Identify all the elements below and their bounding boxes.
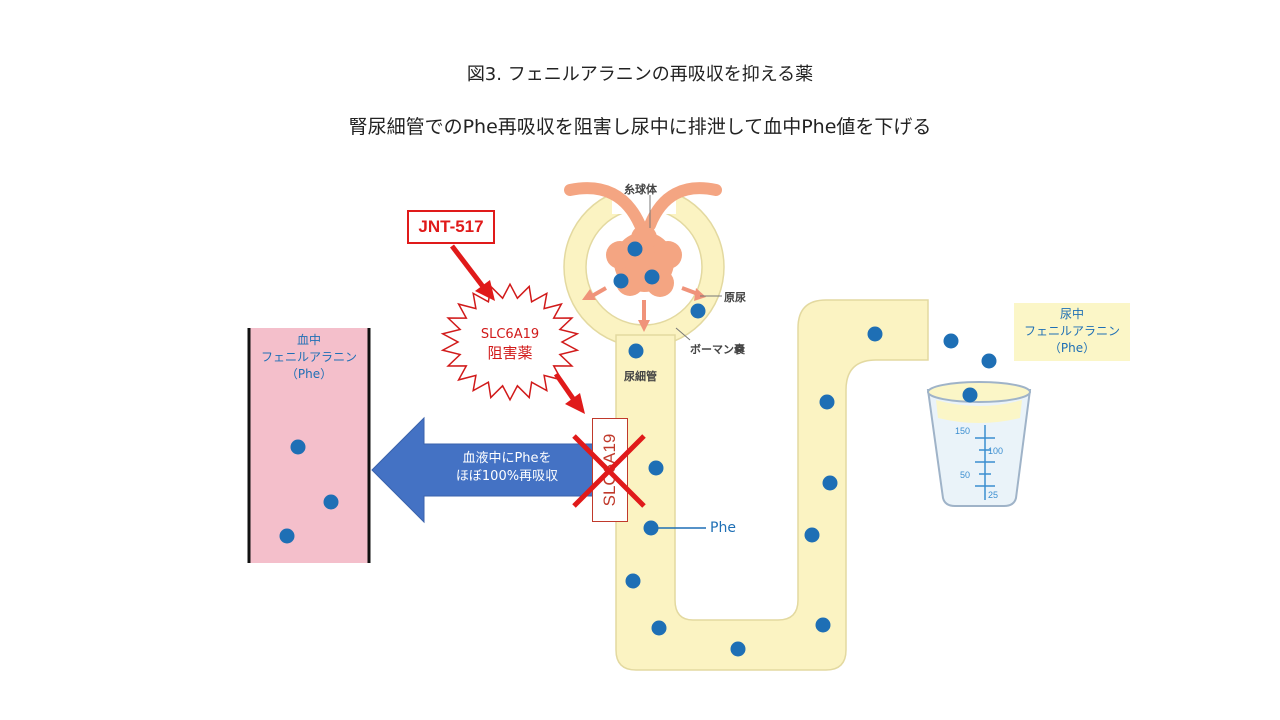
drug-label-jnt517: JNT-517 xyxy=(407,210,495,244)
reabsorption-label-line2: ほぼ100%再吸収 xyxy=(455,469,559,484)
blood-label: 血中 フェニルアラニン （Phe） xyxy=(250,332,368,383)
blood-compartment xyxy=(249,328,369,563)
phe-label: Phe xyxy=(710,520,736,536)
phe-dot xyxy=(643,520,659,536)
phe-dot xyxy=(943,333,959,349)
renal-tubule-label: 尿細管 xyxy=(624,370,657,383)
drug-arrow xyxy=(450,244,585,414)
bowman-capsule-label: ボーマン嚢 xyxy=(690,343,745,356)
measuring-cup-icon xyxy=(926,381,1032,507)
urine-label-box: 尿中 フェニルアラニン （Phe） xyxy=(1014,303,1130,361)
cup-scale-25: 25 xyxy=(988,490,998,500)
renal-tubule xyxy=(615,299,929,671)
filtration-arrows xyxy=(582,286,706,332)
urine-label-line3: （Phe） xyxy=(1048,341,1096,355)
afferent-vessel xyxy=(564,182,646,231)
phe-dot xyxy=(628,343,644,359)
glomerulus xyxy=(606,225,682,297)
phe-dot xyxy=(804,527,820,543)
phe-dot xyxy=(613,273,629,289)
inhibitor-burst xyxy=(440,282,580,402)
blood-label-line3: （Phe） xyxy=(285,367,333,381)
phe-dot xyxy=(981,353,997,369)
phe-dot xyxy=(651,620,667,636)
primary-urine-label: 原尿 xyxy=(724,291,746,304)
phe-dot xyxy=(867,326,883,342)
efferent-vessel xyxy=(644,182,722,231)
reabsorption-label-line1: 血液中にPheを xyxy=(462,451,552,466)
page-title: 図3. フェニルアラニンの再吸収を抑える薬 xyxy=(466,64,814,85)
phe-dot xyxy=(290,439,306,455)
cup-scale-100: 100 xyxy=(988,446,1003,456)
phe-dot xyxy=(962,387,978,403)
cup-scale-50: 50 xyxy=(960,470,970,480)
phe-dot xyxy=(279,528,295,544)
cup-scale-150: 150 xyxy=(955,426,970,436)
inhibitor-label-line1: SLC6A19 xyxy=(480,327,540,342)
phe-dot xyxy=(690,303,706,319)
phe-dot xyxy=(815,617,831,633)
blood-label-line2: フェニルアラニン xyxy=(260,350,357,364)
blood-label-line1: 血中 xyxy=(296,333,321,347)
urine-label-line2: フェニルアラニン xyxy=(1023,324,1120,338)
phe-dot xyxy=(625,573,641,589)
phe-dot xyxy=(822,475,838,491)
phe-dot xyxy=(644,269,660,285)
phe-dot xyxy=(648,460,664,476)
transporter-label: SLC6A19 xyxy=(600,433,619,507)
phe-dot xyxy=(323,494,339,510)
phe-dots xyxy=(279,241,997,657)
phe-dot xyxy=(730,641,746,657)
phe-dot xyxy=(819,394,835,410)
inhibitor-label: SLC6A19 阻害薬 xyxy=(450,326,570,362)
urine-label-line1: 尿中 xyxy=(1059,307,1084,321)
reabsorption-label: 血液中にPheを ほぼ100%再吸収 xyxy=(432,450,582,486)
glomerulus-label: 糸球体 xyxy=(624,183,657,196)
phe-dot xyxy=(627,241,643,257)
inhibitor-label-line2: 阻害薬 xyxy=(487,344,533,362)
page-subtitle: 腎尿細管でのPhe再吸収を阻害し尿中に排泄して血中Phe値を下げる xyxy=(348,116,932,138)
